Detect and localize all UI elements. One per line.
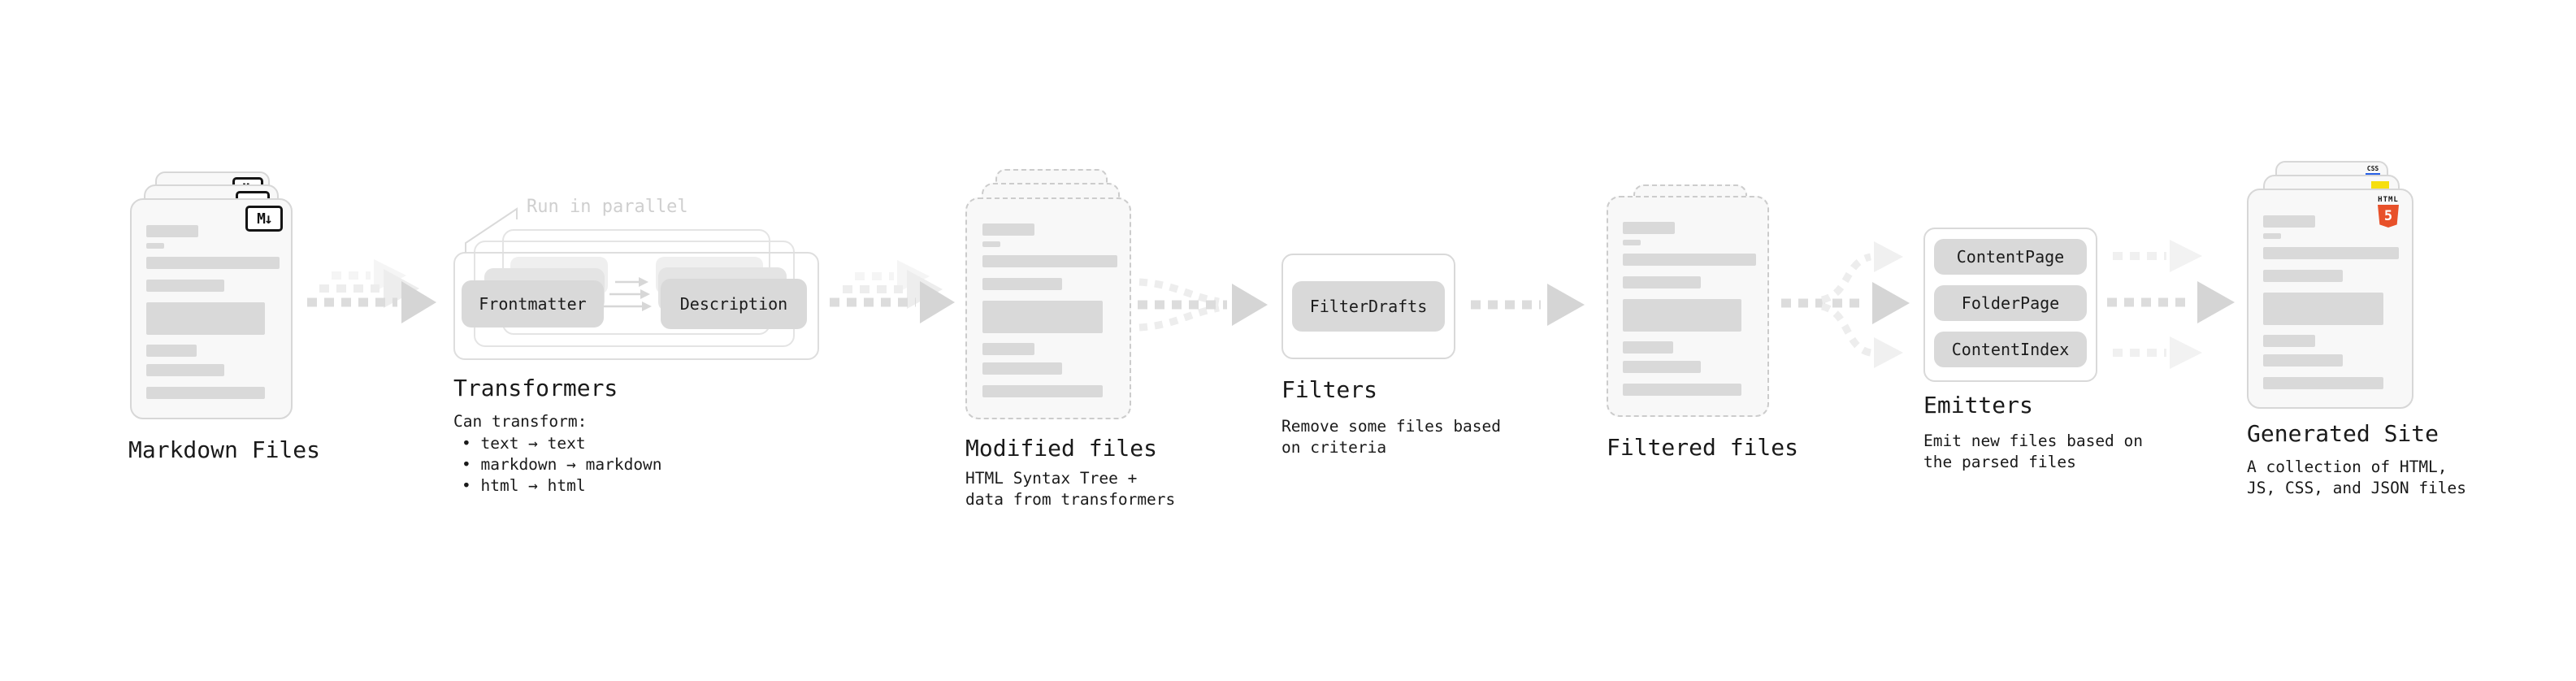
folderpage-button-label: FolderPage bbox=[1961, 293, 2060, 313]
text-placeholder-bar bbox=[1623, 341, 1673, 354]
text-placeholder-bar bbox=[982, 241, 1000, 247]
contentpage-button-label: ContentPage bbox=[1956, 247, 2065, 267]
description-button: Description bbox=[661, 279, 807, 329]
text-placeholder-bar bbox=[982, 223, 1034, 236]
text-placeholder-bar bbox=[1623, 299, 1741, 332]
stage-label-generated-site: Generated Site bbox=[2247, 420, 2439, 447]
arrow-emitters-to-generated bbox=[2107, 240, 2235, 369]
emitters-desc: Emit new files based on bbox=[1923, 432, 2144, 450]
folderpage-button: FolderPage bbox=[1934, 285, 2087, 321]
text-placeholder-bar bbox=[982, 255, 1117, 267]
text-placeholder-bar bbox=[146, 345, 197, 357]
stage-label-transformers: Transformers bbox=[453, 375, 618, 401]
text-placeholder-bar bbox=[146, 387, 265, 399]
transformers-bullet: • html → html bbox=[462, 476, 586, 495]
text-placeholder-bar bbox=[2263, 270, 2343, 282]
text-placeholder-bar bbox=[146, 280, 224, 292]
text-placeholder-bar bbox=[2263, 247, 2399, 259]
html5-icon-word: HTML bbox=[2378, 196, 2399, 204]
modified-files-desc: HTML Syntax Tree + bbox=[965, 469, 1138, 488]
generated-site-desc: A collection of HTML, bbox=[2247, 458, 2448, 476]
arrow-markdown-to-transformers bbox=[307, 259, 436, 323]
arrow-modified-to-filters-merge bbox=[1138, 278, 1268, 332]
filters-desc: on criteria bbox=[1281, 438, 1387, 457]
html5-icon-number: 5 bbox=[2383, 207, 2393, 224]
markdown-icon: M↓ bbox=[245, 206, 283, 232]
arrow-filters-to-filtered bbox=[1471, 284, 1585, 326]
text-placeholder-bar bbox=[2263, 215, 2315, 228]
filters-desc: Remove some files based bbox=[1281, 417, 1502, 436]
text-placeholder-bar bbox=[1623, 361, 1701, 373]
contentindex-button: ContentIndex bbox=[1934, 332, 2087, 367]
text-placeholder-bar bbox=[1623, 254, 1756, 266]
text-placeholder-bar bbox=[2263, 377, 2383, 389]
generated-site-desc: JS, CSS, and JSON files bbox=[2247, 479, 2467, 497]
text-placeholder-bar bbox=[2263, 233, 2281, 239]
stage-label-modified-files: Modified files bbox=[965, 435, 1158, 462]
text-placeholder-bar bbox=[1623, 222, 1675, 234]
contentpage-button: ContentPage bbox=[1934, 239, 2087, 275]
frontmatter-button: Frontmatter bbox=[462, 280, 604, 327]
text-placeholder-bar bbox=[982, 278, 1062, 290]
text-placeholder-bar bbox=[2263, 354, 2343, 367]
text-placeholder-bar bbox=[1623, 240, 1641, 245]
stage-label-emitters: Emitters bbox=[1923, 392, 2033, 419]
text-placeholder-bar bbox=[1623, 276, 1701, 288]
transformers-note-title: Can transform: bbox=[453, 412, 588, 431]
text-placeholder-bar bbox=[146, 257, 280, 269]
filterdrafts-button: FilterDrafts bbox=[1292, 281, 1445, 332]
stage-label-filtered-files: Filtered files bbox=[1607, 434, 1799, 461]
text-placeholder-bar bbox=[982, 385, 1103, 397]
stage-label-filters: Filters bbox=[1281, 376, 1378, 403]
emitters-desc: the parsed files bbox=[1923, 453, 2076, 471]
filterdrafts-button-label: FilterDrafts bbox=[1309, 297, 1428, 316]
stage-label-markdown-files: Markdown Files bbox=[128, 436, 321, 463]
contentindex-button-label: ContentIndex bbox=[1951, 340, 2070, 359]
markdown-icon-text: M↓ bbox=[257, 210, 273, 228]
transformer-layer-frame-front bbox=[453, 252, 819, 360]
modified-file-card-front bbox=[965, 197, 1131, 419]
text-placeholder-bar bbox=[146, 225, 198, 237]
text-placeholder-bar bbox=[2263, 335, 2315, 347]
text-placeholder-bar bbox=[982, 343, 1034, 355]
text-placeholder-bar bbox=[146, 364, 224, 376]
text-placeholder-bar bbox=[146, 302, 265, 335]
transformers-bullet: • text → text bbox=[462, 434, 586, 453]
text-placeholder-bar bbox=[2263, 293, 2383, 325]
description-button-label: Description bbox=[679, 294, 788, 314]
filtered-file-card-front bbox=[1607, 196, 1769, 417]
text-placeholder-bar bbox=[982, 362, 1062, 375]
html5-icon-shield: 5 bbox=[2378, 205, 2399, 228]
text-placeholder-bar bbox=[1623, 384, 1741, 396]
text-placeholder-bar bbox=[146, 243, 164, 249]
generated-file-card-front: HTML 5 bbox=[2247, 189, 2413, 409]
arrow-transformers-to-modified bbox=[830, 260, 955, 323]
transformers-bullet: • markdown → markdown bbox=[462, 455, 662, 474]
arrow-filtered-to-emitters-fanout bbox=[1781, 241, 1910, 368]
html5-icon: HTML 5 bbox=[2375, 196, 2401, 228]
modified-files-desc: data from transformers bbox=[965, 490, 1176, 509]
frontmatter-button-label: Frontmatter bbox=[479, 294, 587, 314]
run-in-parallel-annotation: Run in parallel bbox=[527, 197, 688, 217]
css-icon-text: CSS bbox=[2366, 165, 2379, 172]
text-placeholder-bar bbox=[982, 301, 1103, 333]
markdown-file-card-front: M↓ bbox=[130, 198, 293, 419]
